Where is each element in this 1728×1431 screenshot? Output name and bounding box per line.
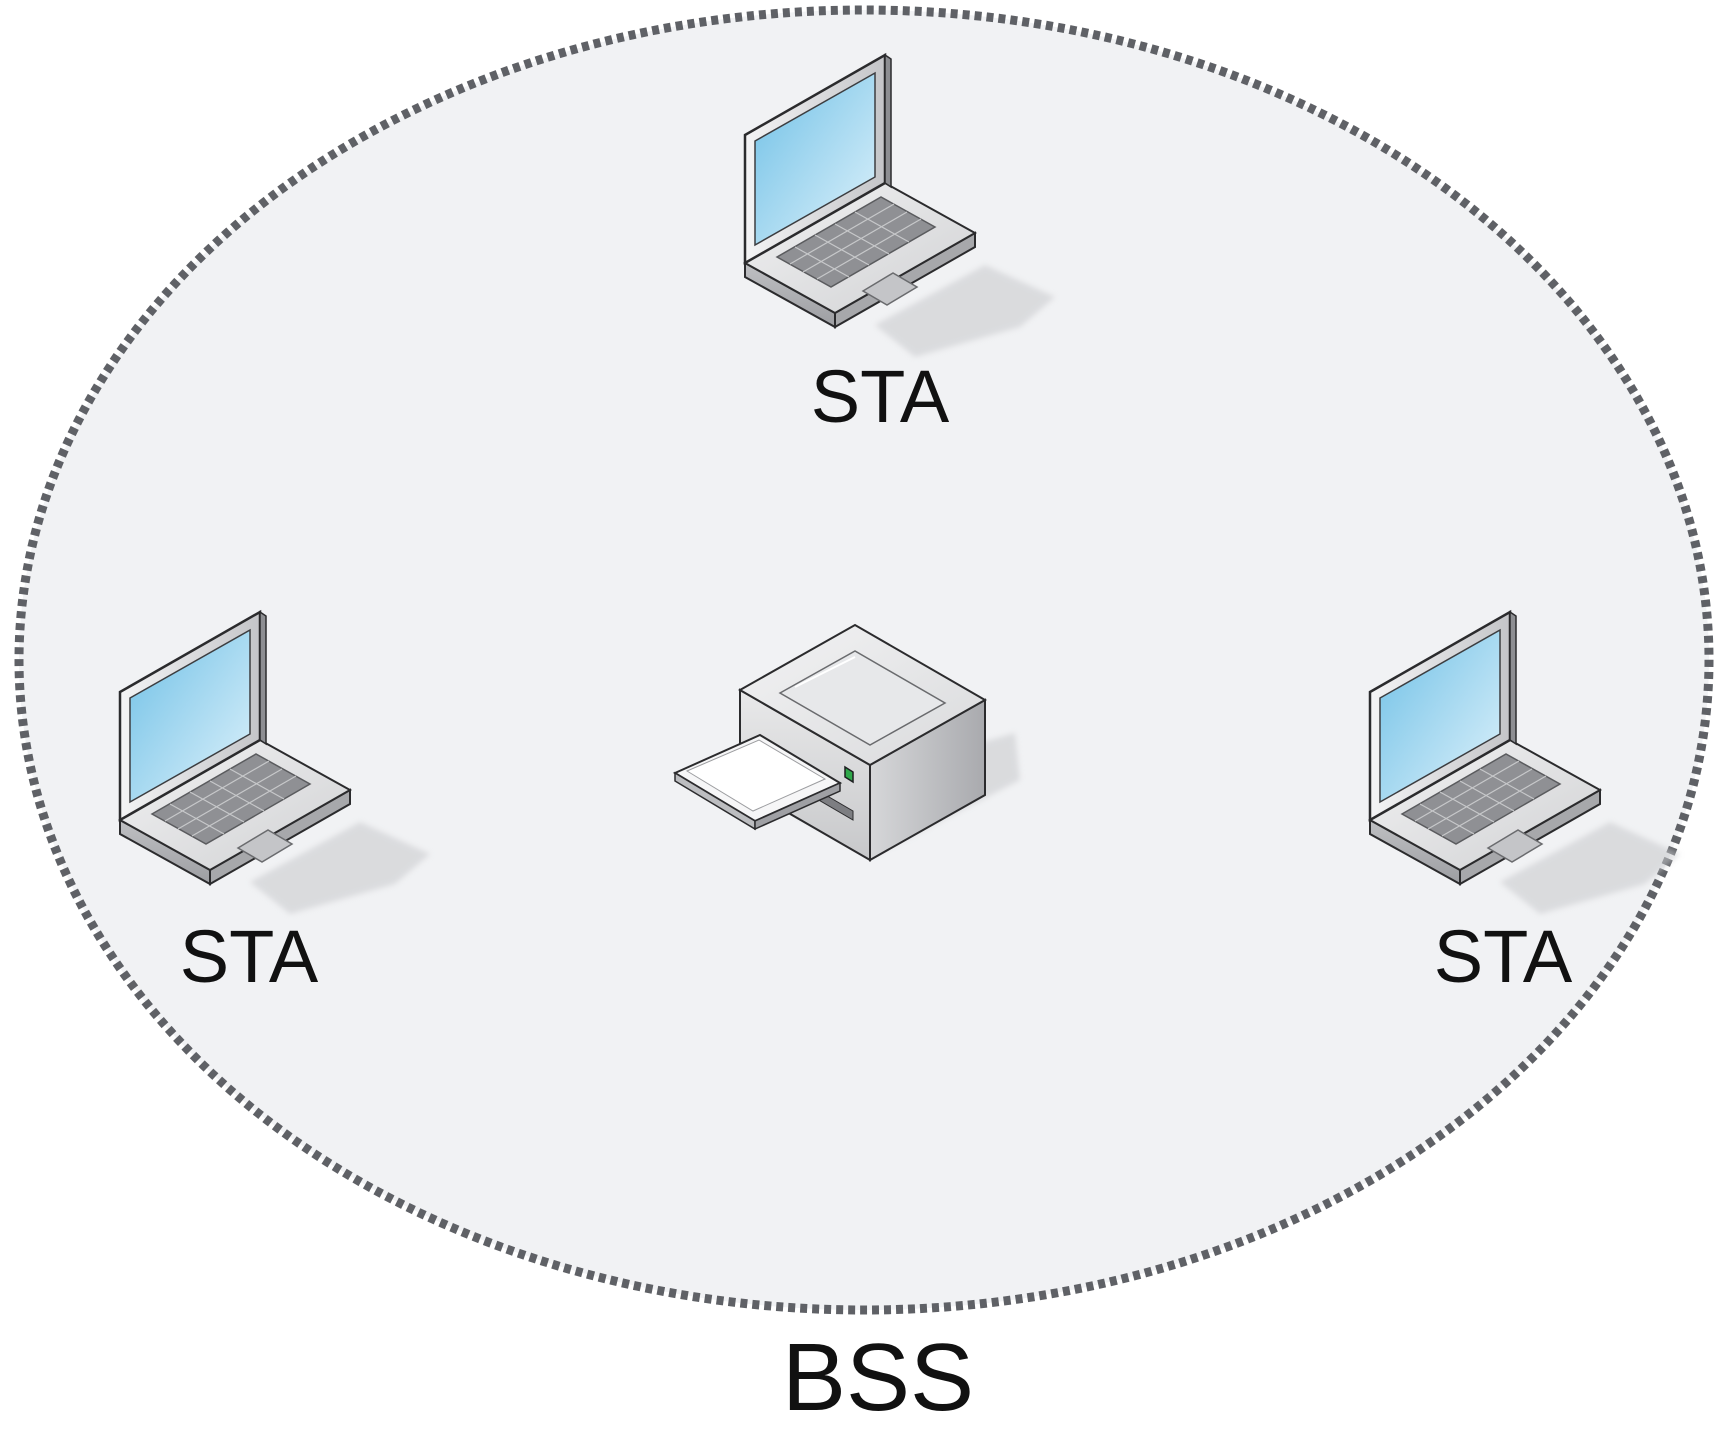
bss-label: BSS	[781, 1324, 975, 1431]
sta-label-left: STA	[179, 915, 319, 998]
sta-label-top: STA	[810, 355, 950, 438]
bss-region-border	[14, 5, 1714, 1315]
sta-label-right: STA	[1433, 915, 1573, 998]
